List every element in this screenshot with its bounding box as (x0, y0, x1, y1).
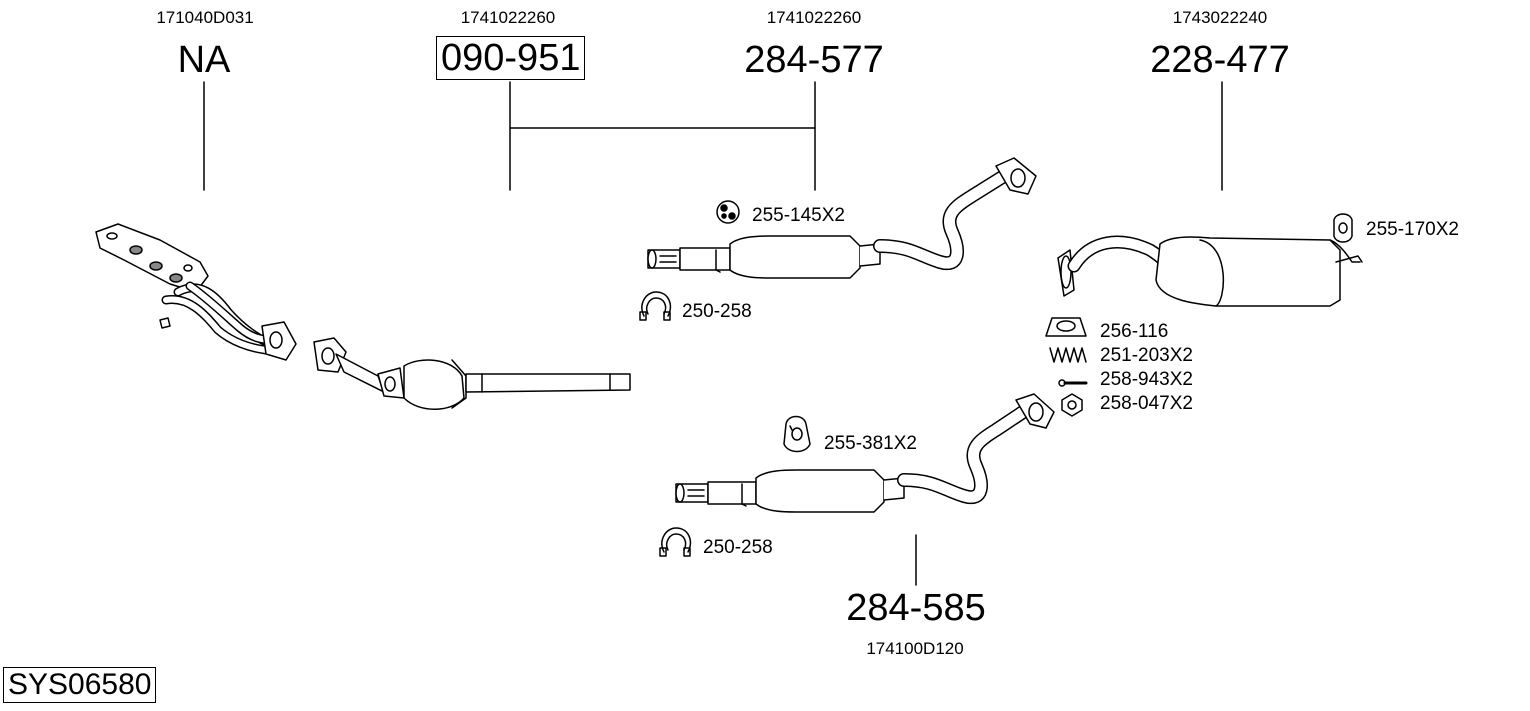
center-silencer-alt-drawing[interactable] (675, 393, 1055, 513)
accessory-label-255-381[interactable]: 255-381X2 (824, 433, 917, 454)
front-pipe-drawing[interactable] (313, 337, 631, 410)
rubber-mount-icon-255-170[interactable] (1333, 213, 1353, 243)
part-number-front-pipe[interactable]: 090-951 (436, 36, 586, 80)
accessory-label-251-203[interactable]: 251-203X2 (1100, 345, 1193, 366)
leader-lines (203, 81, 1223, 586)
center-silencer-drawing[interactable] (647, 157, 1037, 279)
rubber-mount-icon-255-381[interactable] (783, 415, 811, 453)
accessory-label-250-258-bottom[interactable]: 250-258 (703, 537, 773, 558)
oem-label-center-silencer-alt: 174100D120 (866, 639, 964, 658)
rubber-mount-icon-255-145[interactable] (716, 200, 740, 224)
accessory-label-258-047[interactable]: 258-047X2 (1100, 393, 1193, 414)
rear-silencer-drawing[interactable] (1057, 235, 1363, 307)
accessory-label-256-116[interactable]: 256-116 (1100, 321, 1169, 342)
clamp-icon-250-258-bottom[interactable] (659, 527, 692, 557)
part-number-center-silencer-alt[interactable]: 284-585 (846, 587, 986, 629)
oem-label-center-silencer: 1741022260 (766, 8, 862, 27)
part-number-center-silencer[interactable]: 284-577 (744, 39, 884, 81)
part-number-manifold[interactable]: NA (177, 39, 231, 81)
system-id-box: SYS06580 (3, 667, 157, 703)
part-number-front-pipe-text: 090-951 (436, 36, 586, 80)
accessory-label-255-170[interactable]: 255-170X2 (1366, 219, 1459, 240)
clamp-icon-250-258-top[interactable] (639, 291, 672, 321)
accessory-label-250-258-top[interactable]: 250-258 (682, 301, 752, 322)
gasket-icon-256-116[interactable] (1045, 317, 1087, 337)
system-id: SYS06580 (8, 668, 152, 701)
spring-icon-251-203[interactable] (1049, 347, 1087, 363)
nut-icon-258-047[interactable] (1061, 393, 1083, 417)
oem-label-rear-silencer: 1743022240 (1172, 8, 1268, 27)
part-number-rear-silencer[interactable]: 228-477 (1150, 39, 1290, 81)
bolt-icon-258-943[interactable] (1058, 379, 1088, 387)
oem-label-front-pipe: 1741022260 (460, 8, 556, 27)
oem-label-manifold: 171040D031 (156, 8, 254, 27)
manifold-drawing[interactable] (95, 223, 297, 361)
accessory-label-255-145[interactable]: 255-145X2 (752, 205, 845, 226)
accessory-label-258-943[interactable]: 258-943X2 (1100, 369, 1193, 390)
